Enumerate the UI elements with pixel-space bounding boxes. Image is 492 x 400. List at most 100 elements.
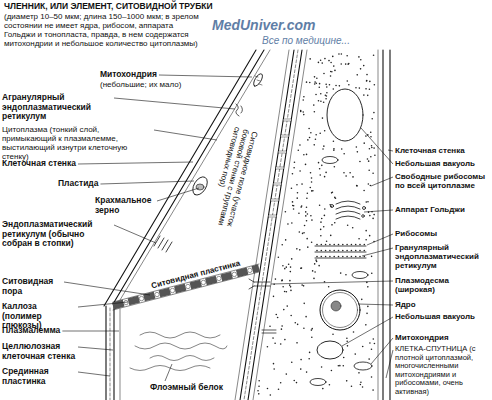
ribosome (273, 296, 275, 298)
vacuole (327, 89, 363, 141)
part-label: Ситовидное поле (участок боковой стенки … (205, 125, 260, 238)
ribosome (302, 99, 304, 101)
part-label: Ядро (395, 300, 416, 309)
ribosome (274, 342, 276, 344)
ribosome (291, 222, 293, 224)
ribosome (280, 382, 282, 384)
ribosome (369, 81, 371, 83)
ribosome (282, 286, 284, 288)
sieve-area-pore (281, 135, 289, 137)
ribosome (314, 76, 316, 78)
ribosome (374, 84, 376, 86)
ribosome (356, 185, 358, 187)
ribosome (323, 226, 325, 228)
ribosome (292, 205, 294, 207)
ribosome (310, 172, 312, 174)
sieve-area-pore (283, 119, 291, 121)
ribosome (369, 88, 371, 90)
ribosome (299, 170, 301, 172)
ribosome (286, 373, 288, 375)
ribosome (310, 132, 312, 134)
ribosome (371, 118, 373, 120)
ribosome (356, 74, 358, 76)
part-label: Ситовидная пора (2, 277, 62, 296)
ribosome (284, 339, 286, 341)
part-label: Небольшая вакуоль (395, 159, 475, 168)
watermark: MedUniver.com (212, 18, 315, 33)
ribosome (330, 62, 332, 64)
ribosome (296, 342, 298, 344)
ribosome (318, 100, 320, 102)
ribosome (334, 197, 336, 199)
ribosome (301, 284, 303, 286)
part-label: Цитоплазма (тонкий слой, примыкающий к п… (2, 125, 152, 161)
leader-line (361, 128, 393, 164)
ribosome (354, 353, 356, 355)
ribosome (371, 348, 373, 350)
sieve-area-pore (271, 199, 279, 201)
ribosome (321, 256, 323, 258)
ribosome (281, 279, 283, 281)
ribosome (359, 87, 361, 89)
ribosome (291, 362, 293, 364)
ribosome (363, 142, 365, 144)
leader-line (271, 281, 393, 284)
ribosome (348, 63, 350, 65)
ribosome (330, 75, 332, 77)
ribosome (369, 148, 371, 150)
ribosome (291, 187, 293, 189)
ribosome (363, 190, 365, 192)
ribosome (333, 149, 335, 151)
ribosome (273, 363, 275, 365)
ribosome (369, 215, 371, 217)
ribosome (309, 82, 311, 84)
ribosome (258, 393, 260, 395)
ribosome (360, 381, 362, 383)
ribosome (297, 192, 299, 194)
ribosome (311, 328, 313, 330)
ribosome (343, 153, 345, 155)
ribosome (285, 239, 287, 241)
callose (217, 276, 221, 280)
mitochondrion (310, 379, 326, 386)
ribosome (281, 280, 283, 282)
ribosome (257, 390, 259, 392)
ribosome (306, 207, 308, 209)
mitochondrion (252, 72, 264, 87)
golgi-apparatus (331, 201, 366, 219)
ribosome (314, 83, 316, 85)
ribosome (321, 165, 323, 167)
ribosome (296, 382, 298, 384)
ribosome (346, 244, 348, 246)
ribosome (311, 190, 313, 192)
ribosome (272, 337, 274, 339)
ribosome (329, 244, 331, 246)
ribosome (258, 380, 260, 382)
ribosome (332, 191, 334, 193)
plasmodesma (249, 279, 270, 289)
ribosome (315, 138, 317, 140)
ribosome (332, 56, 334, 58)
ribosome (374, 343, 376, 345)
ribosome (373, 214, 375, 216)
ribosome (287, 223, 289, 225)
ribosome (305, 215, 307, 217)
ribosome (324, 215, 326, 217)
ribosome (365, 230, 367, 232)
ribosome (303, 303, 305, 305)
part-label: Эндоплазматический ретикулум (обычно соб… (2, 220, 112, 249)
ribosome (284, 291, 286, 293)
ribosome (314, 263, 316, 265)
ribosome (321, 250, 323, 252)
ribosome (318, 265, 320, 267)
ribosome (331, 224, 333, 226)
ribosome (299, 231, 301, 233)
ribosome (323, 101, 325, 103)
ribosome (307, 213, 309, 215)
ribosome (329, 256, 331, 258)
ribosome (370, 136, 372, 138)
part-label: Плазмодесма (широкая) (395, 276, 490, 294)
ribosome (330, 206, 332, 208)
ribosome (351, 256, 353, 258)
ribosome (305, 316, 307, 318)
